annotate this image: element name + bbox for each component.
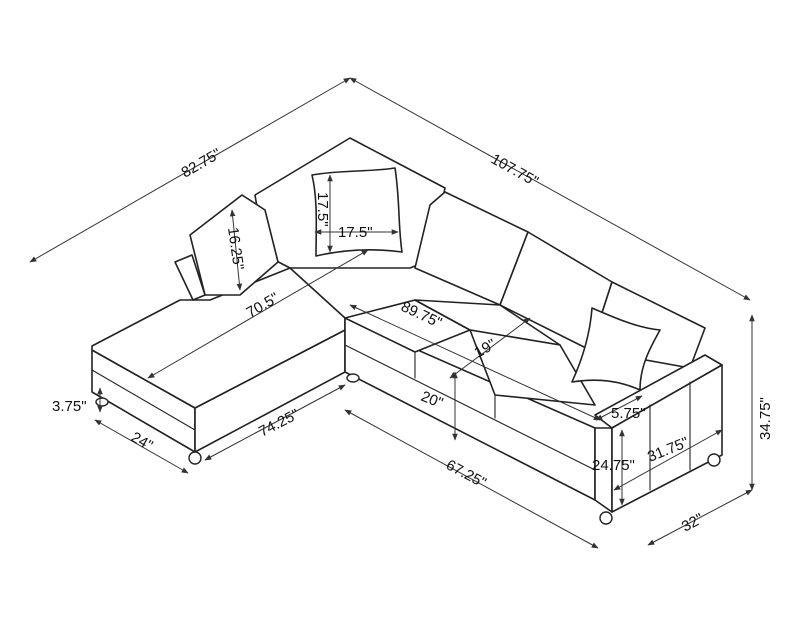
label-overall-height: 34.75" (757, 397, 774, 440)
label-leg-height: 3.75" (52, 398, 87, 415)
dim-line-24 (94, 419, 189, 474)
label-arm-height: 24.75" (592, 457, 635, 474)
label-seat-width: 67.25" (443, 457, 489, 492)
label-pillow-width: 17.5" (338, 224, 373, 241)
leg-4 (599, 511, 613, 525)
leg-1 (95, 397, 109, 407)
label-arm-width: 5.75" (611, 405, 646, 422)
leg-3 (346, 373, 360, 383)
dim-line-82-75 (29, 77, 351, 263)
label-chaise-width: 24" (128, 429, 156, 455)
label-pillow-height: 17.5" (314, 192, 331, 227)
dim-line-32 (647, 489, 753, 546)
dim-line-19 (449, 317, 531, 379)
dim-line-67-25 (344, 409, 599, 549)
leg-2 (188, 451, 202, 465)
dim-line-74-25 (204, 384, 346, 461)
label-back-width-left: 82.75" (179, 145, 225, 181)
dim-line-107-75 (349, 77, 751, 301)
label-back-cushion-height: 16.25" (224, 226, 247, 271)
label-arm-depth: 32" (679, 510, 706, 535)
dimension-lines (29, 77, 755, 549)
leg-5 (707, 453, 721, 467)
label-back-width-right: 107.75" (488, 151, 541, 191)
dim-line-5-75 (595, 395, 643, 421)
dim-line-31-75 (613, 429, 723, 491)
dim-line-70-5 (147, 249, 369, 379)
